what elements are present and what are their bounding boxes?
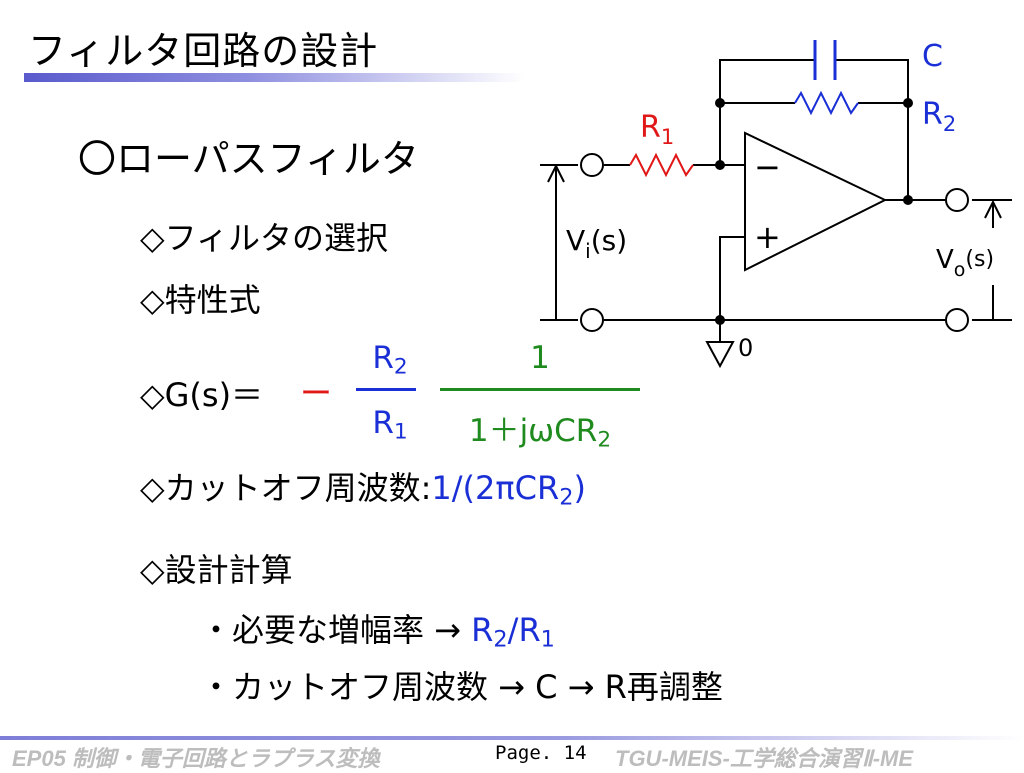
terminals <box>580 153 969 332</box>
resistor-r1-symbol <box>629 152 694 178</box>
opamp-symbol <box>744 131 888 272</box>
gain-ratio: R2/R1 <box>471 611 555 653</box>
vo-label: Vo(s) <box>936 245 994 281</box>
r2-label: R2 <box>922 97 956 136</box>
formula-minus: ー <box>300 374 333 412</box>
resistor-r2-symbol <box>794 90 859 116</box>
gain-line: ・必要な増幅率 → R2/R1 <box>200 611 555 653</box>
opamp-plus-label: + <box>754 218 781 256</box>
slide-title: フィルタ回路の設計 <box>28 29 379 73</box>
formula-denominator: 1＋jωCR2 <box>468 413 612 453</box>
fraction-line-1 <box>356 388 416 391</box>
footer-page-number: Page. 14 <box>495 742 587 764</box>
wires <box>604 59 945 342</box>
item-design-calc: ◇設計計算 <box>140 551 293 589</box>
formula-prefix: ◇G(s)＝ <box>140 376 264 414</box>
footer-divider <box>0 736 1024 740</box>
junction-dots <box>715 98 913 325</box>
cutoff-value: 1/(2πCR2) <box>431 469 586 511</box>
footer-program: TGU-MEIS-工学総合演習Ⅱ-ME <box>615 746 914 771</box>
capacitor-symbol <box>813 40 837 80</box>
lowpass-circuit-diagram: C R1 R2 − + Vi(s) Vo(s) 0 <box>540 39 1012 369</box>
cutoff-procedure-line: ・カットオフ周波数 → C → R再調整 <box>200 668 723 706</box>
cutoff-label: ◇カットオフ周波数: <box>140 469 432 507</box>
formula-r2: R2 <box>372 340 408 380</box>
title-underline <box>24 73 524 82</box>
voltage-arrows <box>540 163 1012 321</box>
r1-label: R1 <box>640 110 674 149</box>
fraction-line-2 <box>440 388 640 391</box>
footer-course: EP05 制御・電子回路とラプラス変換 <box>12 746 380 771</box>
ground-label: 0 <box>738 334 753 362</box>
section-heading: 〇ローパスフィルタ <box>78 137 419 181</box>
cutoff-line: ◇カットオフ周波数:1/(2πCR2) <box>140 463 586 511</box>
capacitor-label: C <box>922 39 943 74</box>
vi-label: Vi(s) <box>566 224 627 263</box>
item-filter-select: ◇フィルタの選択 <box>140 219 388 257</box>
item-characteristic: ◇特性式 <box>140 281 261 319</box>
ground-icon <box>705 341 735 369</box>
opamp-minus-label: − <box>754 148 781 186</box>
formula-r1: R1 <box>372 405 408 445</box>
formula-numerator: 1 <box>530 340 550 376</box>
